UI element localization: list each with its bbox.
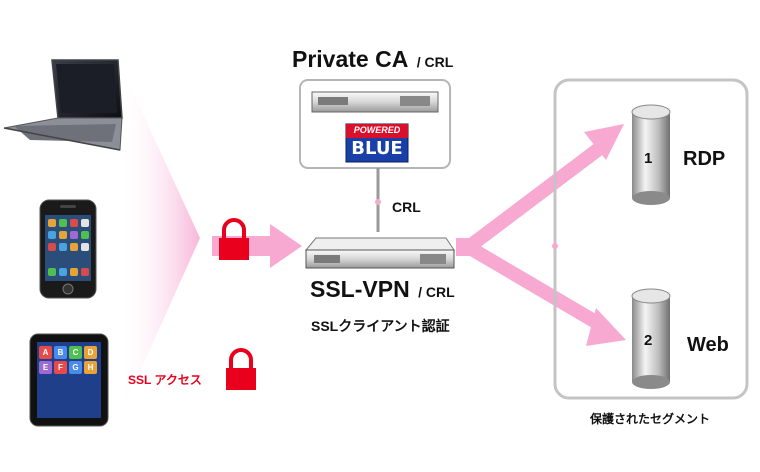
private-ca-title: Private CA / CRL [292,46,453,73]
tablet-app-icon: H [84,361,97,374]
private-ca-box [299,79,451,169]
ssl-vpn-title-text: SSL-VPN [310,276,410,302]
smartphone-icon [39,199,97,299]
tablet-app-icon: C [69,346,82,359]
tablet-app-icon: D [84,346,97,359]
rdp-server-label: RDP [683,148,726,170]
tablet-app-icon: B [54,346,67,359]
tablet-app-icon: A [39,346,52,359]
web-server-number: 2 [644,332,653,349]
private-ca-title-text: Private CA [292,46,409,72]
blue-logo-text: BLUE [351,138,403,159]
rdp-server-icon [631,104,671,205]
tablet-app-icon: G [69,361,82,374]
laptop-icon [3,59,123,151]
ssl-access-lock-icon [226,348,256,390]
protected-segment-label: 保護されたセグメント [590,412,711,426]
lock-icon [219,218,249,260]
tablet-app-icon: F [54,361,67,374]
ssl-vpn-title: SSL-VPN / CRL [310,276,455,303]
client-fan [118,60,200,420]
private-ca-crl-suffix: / CRL [416,54,454,70]
web-server-label: Web [687,334,729,356]
ssl-vpn-crl-suffix: / CRL [418,284,455,300]
protected-segment-box [553,78,749,400]
vpn-to-server-arrows [456,124,626,346]
powered-logo-top: POWERED [353,125,401,135]
ssl-access-label: SSL アクセス [128,373,202,387]
web-server-icon [631,288,671,389]
ssl-vpn-appliance [304,237,455,269]
rdp-server-number: 1 [644,150,653,167]
ssl-client-auth-label: SSLクライアント認証 [311,318,450,334]
tablet-app-grid: A B C D E F G H [39,346,99,374]
tablet-app-icon: E [39,361,52,374]
crl-link-label: CRL [392,199,421,215]
